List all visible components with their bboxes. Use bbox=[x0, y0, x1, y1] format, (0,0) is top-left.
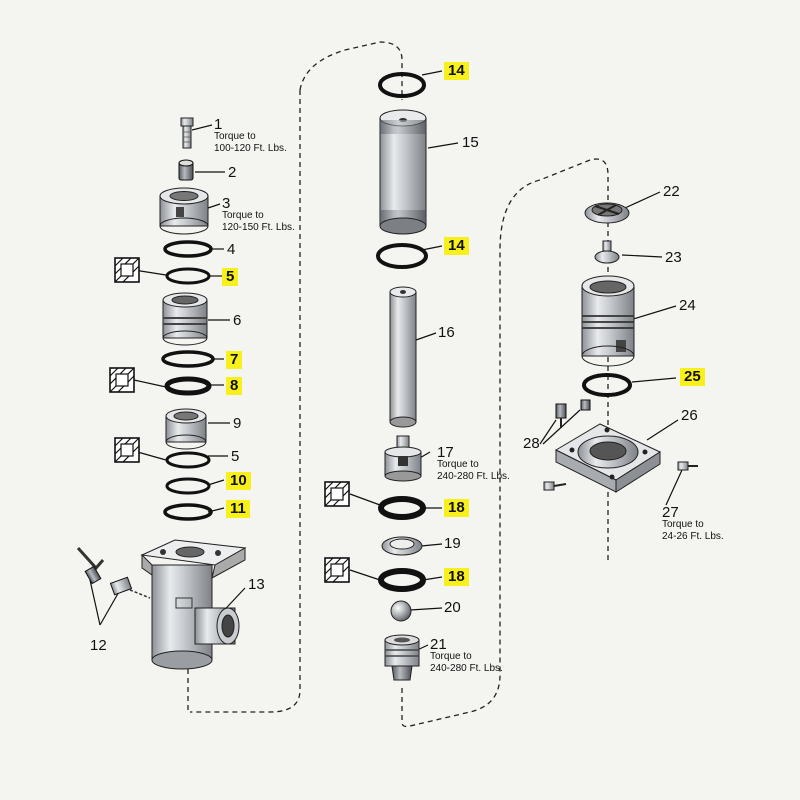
part-14-o-ring-top bbox=[378, 72, 426, 98]
part-22-valve-cap bbox=[584, 202, 630, 224]
part-15-cylinder bbox=[379, 109, 427, 235]
part-19-washer bbox=[381, 536, 423, 556]
part-3-cap bbox=[159, 187, 209, 235]
part-label-4: 4 bbox=[227, 241, 236, 258]
part-label-14-bottom: 14 bbox=[444, 237, 469, 255]
part-18-seal-top bbox=[378, 496, 426, 520]
torque-note-17: Torque to 240-280 Ft. Lbs. bbox=[437, 459, 510, 482]
part-27-bolts bbox=[543, 461, 698, 491]
part-label-21: 21 bbox=[430, 636, 447, 653]
part-1-bolt bbox=[180, 117, 194, 149]
part-6-gland bbox=[162, 292, 208, 346]
part-5-o-ring-lower bbox=[165, 451, 211, 469]
part-13-manifold-body bbox=[140, 539, 247, 670]
part-14-o-ring-bottom bbox=[376, 243, 428, 269]
center-o-rings bbox=[376, 72, 428, 592]
part-label-7: 7 bbox=[226, 351, 243, 369]
part-label-1: 1 bbox=[214, 116, 223, 133]
part-label-18-bottom: 18 bbox=[444, 568, 469, 586]
part-label-16: 16 bbox=[438, 324, 455, 341]
part-label-10: 10 bbox=[226, 472, 251, 490]
part-label-25: 25 bbox=[680, 368, 705, 386]
part-label-27: 27 bbox=[662, 504, 679, 521]
part-28-fittings bbox=[555, 399, 591, 428]
part-7-o-ring bbox=[161, 350, 215, 368]
part-label-9: 9 bbox=[233, 415, 242, 432]
part-label-6: 6 bbox=[233, 312, 242, 329]
part-label-8: 8 bbox=[226, 377, 243, 395]
part-2-nut bbox=[178, 159, 194, 181]
seal-kit-icon bbox=[109, 367, 135, 393]
part-label-11: 11 bbox=[226, 500, 250, 518]
left-o-rings bbox=[161, 240, 215, 521]
part-label-26: 26 bbox=[681, 407, 698, 424]
part-10-o-ring bbox=[165, 477, 211, 495]
seal-kit-icon bbox=[324, 557, 350, 583]
seal-kit-icon bbox=[324, 481, 350, 507]
part-23-valve bbox=[594, 240, 620, 264]
part-17-piston-valve bbox=[384, 435, 422, 482]
part-11-o-ring bbox=[163, 503, 213, 521]
seal-kit-icon bbox=[114, 437, 140, 463]
part-label-17: 17 bbox=[437, 444, 454, 461]
torque-note-27: Torque to 24-26 Ft. Lbs. bbox=[662, 519, 724, 542]
part-5-o-ring bbox=[165, 267, 211, 285]
part-label-15: 15 bbox=[462, 134, 479, 151]
part-18-seal-bottom bbox=[378, 568, 426, 592]
part-4-o-ring bbox=[163, 240, 213, 258]
part-label-18-top: 18 bbox=[444, 499, 469, 517]
part-label-3: 3 bbox=[222, 195, 231, 212]
leader-lines bbox=[89, 70, 683, 653]
part-label-13: 13 bbox=[248, 576, 265, 593]
part-21-foot-valve bbox=[384, 634, 420, 681]
part-label-5: 5 bbox=[222, 268, 239, 286]
part-8-seal bbox=[164, 376, 212, 396]
part-label-28: 28 bbox=[523, 435, 540, 452]
part-26-flange bbox=[554, 423, 662, 493]
part-25-o-ring bbox=[582, 373, 632, 397]
part-label-23: 23 bbox=[665, 249, 682, 266]
torque-note-3: Torque to 120-150 Ft. Lbs. bbox=[222, 210, 295, 233]
part-label-14-top: 14 bbox=[444, 62, 469, 80]
part-20-ball bbox=[390, 600, 412, 622]
part-label-22: 22 bbox=[663, 183, 680, 200]
torque-note-1: Torque to 100-120 Ft. Lbs. bbox=[214, 131, 287, 154]
part-12-fittings bbox=[76, 546, 151, 599]
part-16-piston-rod bbox=[389, 286, 417, 428]
part-label-24: 24 bbox=[679, 297, 696, 314]
part-label-20: 20 bbox=[444, 599, 461, 616]
seal-kit-icon bbox=[114, 257, 140, 283]
part-label-5-lower: 5 bbox=[231, 448, 240, 465]
part-9-seat bbox=[165, 408, 207, 450]
part-label-12: 12 bbox=[90, 637, 107, 654]
part-label-2: 2 bbox=[228, 164, 237, 181]
part-label-19: 19 bbox=[444, 535, 461, 552]
torque-note-21: Torque to 240-280 Ft. Lbs. bbox=[430, 651, 503, 674]
part-24-housing bbox=[581, 275, 635, 367]
